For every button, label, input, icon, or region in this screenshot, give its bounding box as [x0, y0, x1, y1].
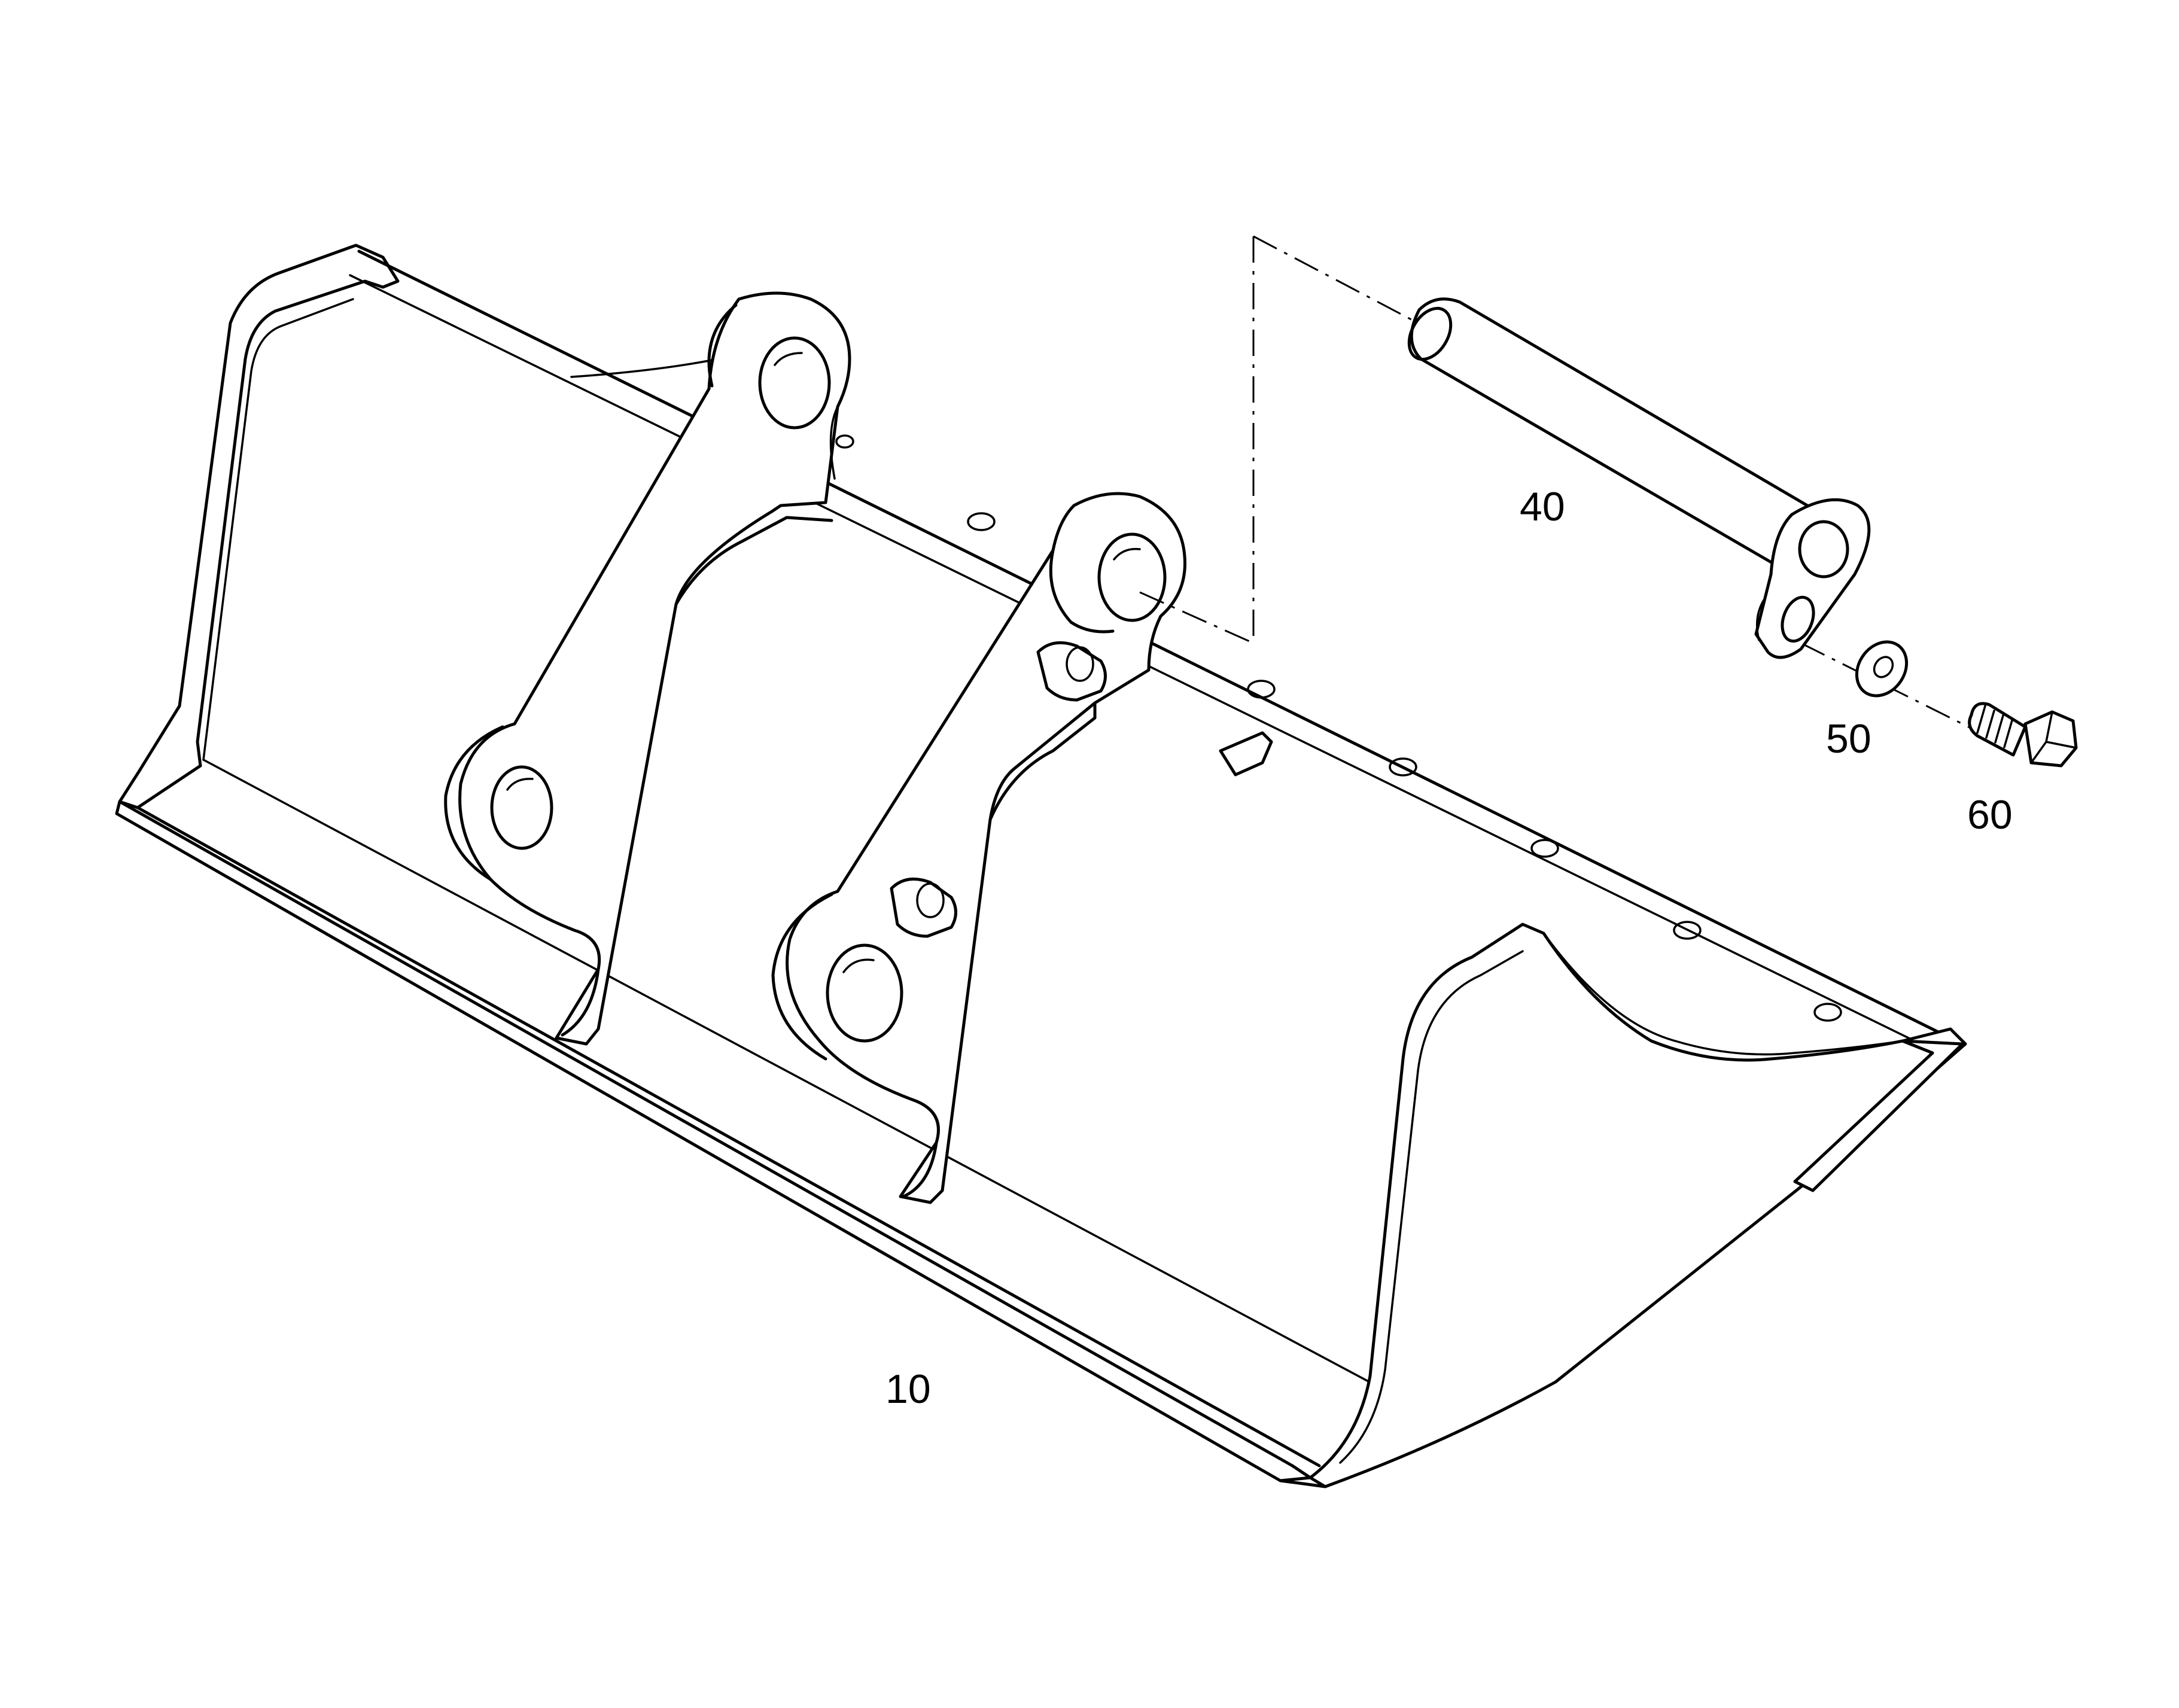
washer-part	[1855, 640, 1909, 698]
left-bracket-plate	[458, 291, 851, 1046]
pin-part	[1407, 297, 1871, 659]
bolt-hole	[967, 512, 996, 531]
washer-inner	[1873, 656, 1894, 678]
bucket-right-side-plate	[1308, 922, 1967, 1488]
bolt-thread-4	[2003, 719, 2013, 748]
callout-10: 10	[885, 1366, 931, 1412]
bolt-hole	[1389, 757, 1417, 777]
right-bracket-upper-bushing	[1036, 641, 1107, 702]
bucket-bottom-edge	[1279, 1479, 1327, 1488]
callout-40: 40	[1520, 484, 1565, 529]
washer-outer	[1855, 640, 1909, 698]
callout-50: 50	[1826, 716, 1871, 762]
bucket-left-side-plate	[118, 243, 400, 809]
pin-shaft	[1410, 297, 1830, 576]
right-bracket-upper-boss	[1049, 549, 1115, 634]
left-bracket-lower-boss	[444, 725, 504, 881]
bolt-thread-2	[1985, 710, 1995, 739]
left-bracket-upper-eye	[707, 303, 738, 388]
bucket-left-side-inner	[202, 298, 354, 761]
left-bracket-lower-hole-depth	[506, 778, 534, 791]
right-bracket-lower-boss	[771, 893, 833, 1061]
bolt-shank	[1968, 702, 2027, 757]
bolt-hole	[1813, 1003, 1842, 1022]
bolt-hole	[1530, 839, 1559, 858]
right-bracket-lower-bushing-end	[916, 882, 945, 918]
left-bracket-lower-hole	[490, 765, 553, 850]
bolt-hex-face	[2030, 711, 2077, 764]
pin-retaining-plate-edge	[1755, 597, 1766, 641]
pin-head	[1798, 520, 1849, 579]
bucket-back-wall	[202, 759, 1449, 1425]
left-bracket-foot	[561, 967, 600, 1037]
right-bracket-foot	[902, 1141, 938, 1198]
right-bracket-gusset	[988, 701, 1097, 821]
bolt-part	[1968, 702, 2078, 768]
bucket-back-arc	[570, 358, 719, 378]
bucket-top-back-edge	[357, 249, 1964, 1046]
bucket-right-side-inner	[1339, 950, 1524, 1464]
pin-plate-slot	[1781, 595, 1815, 643]
left-bracket-gusset	[674, 516, 833, 606]
bolt-hole	[1673, 921, 1702, 940]
bucket-right-lip	[1793, 1039, 1964, 1192]
right-bracket-upper-bushing-end	[1066, 646, 1094, 682]
bolt-hole	[835, 434, 854, 449]
right-bracket-upper-hole-depth	[1113, 547, 1141, 561]
bolt-thread-3	[1994, 714, 2004, 744]
bucket-left-bracket	[444, 291, 851, 1046]
bucket-center-tab	[1219, 731, 1273, 777]
callout-60: 60	[1967, 792, 2013, 838]
bucket-right-curve	[1542, 932, 1904, 1056]
right-bracket-upper-hole	[1097, 532, 1167, 622]
left-bracket-upper-hole-depth	[774, 352, 803, 366]
centerline-top-diagonal	[1253, 235, 1419, 324]
pin-shaft-end	[1407, 306, 1453, 361]
bucket-bolt-holes	[835, 434, 1842, 1022]
bucket-cutting-edge	[115, 800, 1312, 1482]
assembly-centerlines	[1139, 235, 1975, 731]
left-bracket-upper-hole	[758, 336, 831, 430]
right-bracket-lower-bushing	[890, 877, 957, 938]
bucket-right-bracket	[771, 492, 1273, 1204]
centerline-pin-axis	[1139, 591, 1254, 644]
bucket-part	[115, 243, 1967, 1488]
bolt-hole	[1247, 680, 1276, 699]
left-bracket-rib	[829, 406, 839, 480]
right-bracket-lower-hole-depth	[842, 958, 875, 973]
bolt-thread-1	[1976, 705, 1986, 734]
bucket-lip-upper	[136, 806, 1321, 1468]
